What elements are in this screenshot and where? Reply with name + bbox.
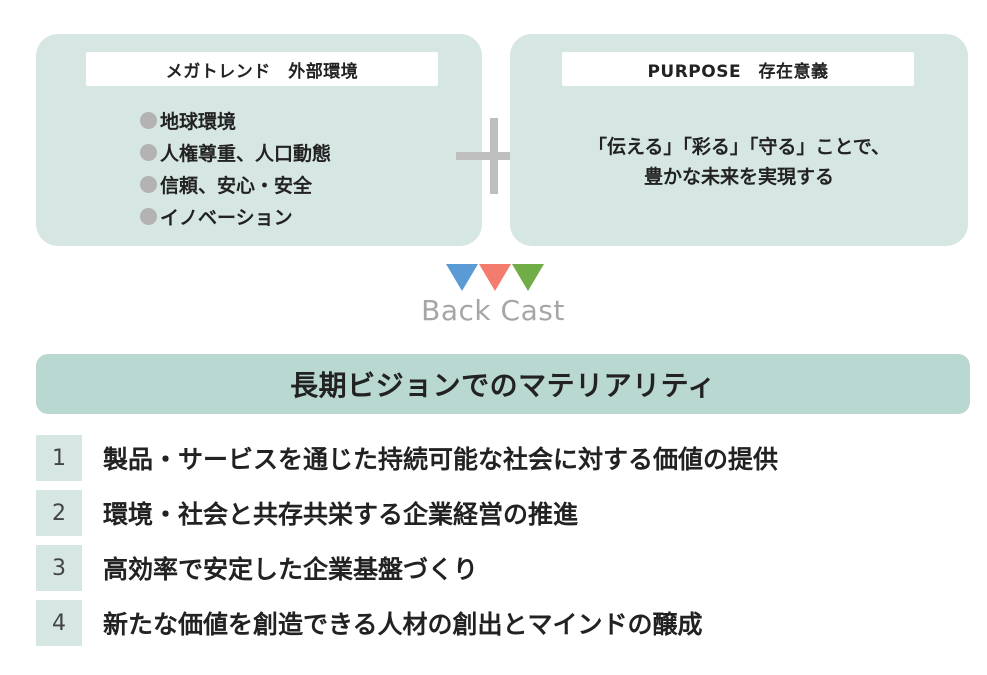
bullet-dot-icon [140, 111, 157, 129]
bullet-dot-icon [140, 207, 157, 225]
bullet-dot-icon [140, 143, 157, 161]
purpose-panel: PURPOSE 存在意義 「伝える」「彩る」「守る」ことで、 豊かな未来を実現す… [510, 34, 968, 246]
megatrend-item: イノベーション [140, 200, 331, 232]
plus-icon [456, 152, 532, 160]
materiality-number: 1 [36, 435, 82, 481]
materiality-number: 2 [36, 490, 82, 536]
purpose-line-1: 「伝える」「彩る」「守る」ことで、 [587, 136, 891, 158]
backcast-label: Back Cast [421, 294, 565, 327]
materiality-item: 1 製品・サービスを通じた持続可能な社会に対する価値の提供 [36, 435, 778, 481]
megatrend-list: 地球環境 人権尊重、人口動態 信頼、安心・安全 イノベーション [140, 104, 331, 232]
megatrend-item-label: イノベーション [160, 206, 293, 229]
materiality-item: 2 環境・社会と共存共栄する企業経営の推進 [36, 490, 578, 536]
megatrend-item: 地球環境 [140, 104, 331, 136]
materiality-item: 3 高効率で安定した企業基盤づくり [36, 545, 478, 591]
materiality-text: 環境・社会と共存共栄する企業経営の推進 [103, 500, 579, 529]
materiality-item: 4 新たな価値を創造できる人材の創出とマインドの醸成 [36, 600, 703, 646]
megatrend-item-label: 地球環境 [160, 110, 237, 133]
purpose-title: PURPOSE 存在意義 [562, 52, 914, 86]
triangle-red-icon [479, 264, 511, 291]
triangle-blue-icon [446, 264, 478, 291]
purpose-statement: 「伝える」「彩る」「守る」ことで、 豊かな未来を実現する [510, 132, 968, 192]
megatrend-item-label: 人権尊重、人口動態 [160, 142, 332, 165]
bullet-dot-icon [140, 175, 157, 193]
megatrend-item-label: 信頼、安心・安全 [160, 174, 313, 197]
megatrend-item: 人権尊重、人口動態 [140, 136, 331, 168]
megatrend-panel: メガトレンド 外部環境 地球環境 人権尊重、人口動態 信頼、安心・安全 イノベー… [36, 34, 482, 246]
materiality-text: 高効率で安定した企業基盤づくり [103, 555, 479, 584]
materiality-text: 製品・サービスを通じた持続可能な社会に対する価値の提供 [103, 445, 779, 474]
materiality-number: 3 [36, 545, 82, 591]
materiality-number: 4 [36, 600, 82, 646]
purpose-line-2: 豊かな未来を実現する [643, 166, 834, 188]
megatrend-item: 信頼、安心・安全 [140, 168, 331, 200]
materiality-title: 長期ビジョンでのマテリアリティ [36, 354, 970, 414]
megatrend-title: メガトレンド 外部環境 [86, 52, 438, 86]
triangle-green-icon [512, 264, 544, 291]
materiality-text: 新たな価値を創造できる人材の創出とマインドの醸成 [103, 610, 703, 639]
